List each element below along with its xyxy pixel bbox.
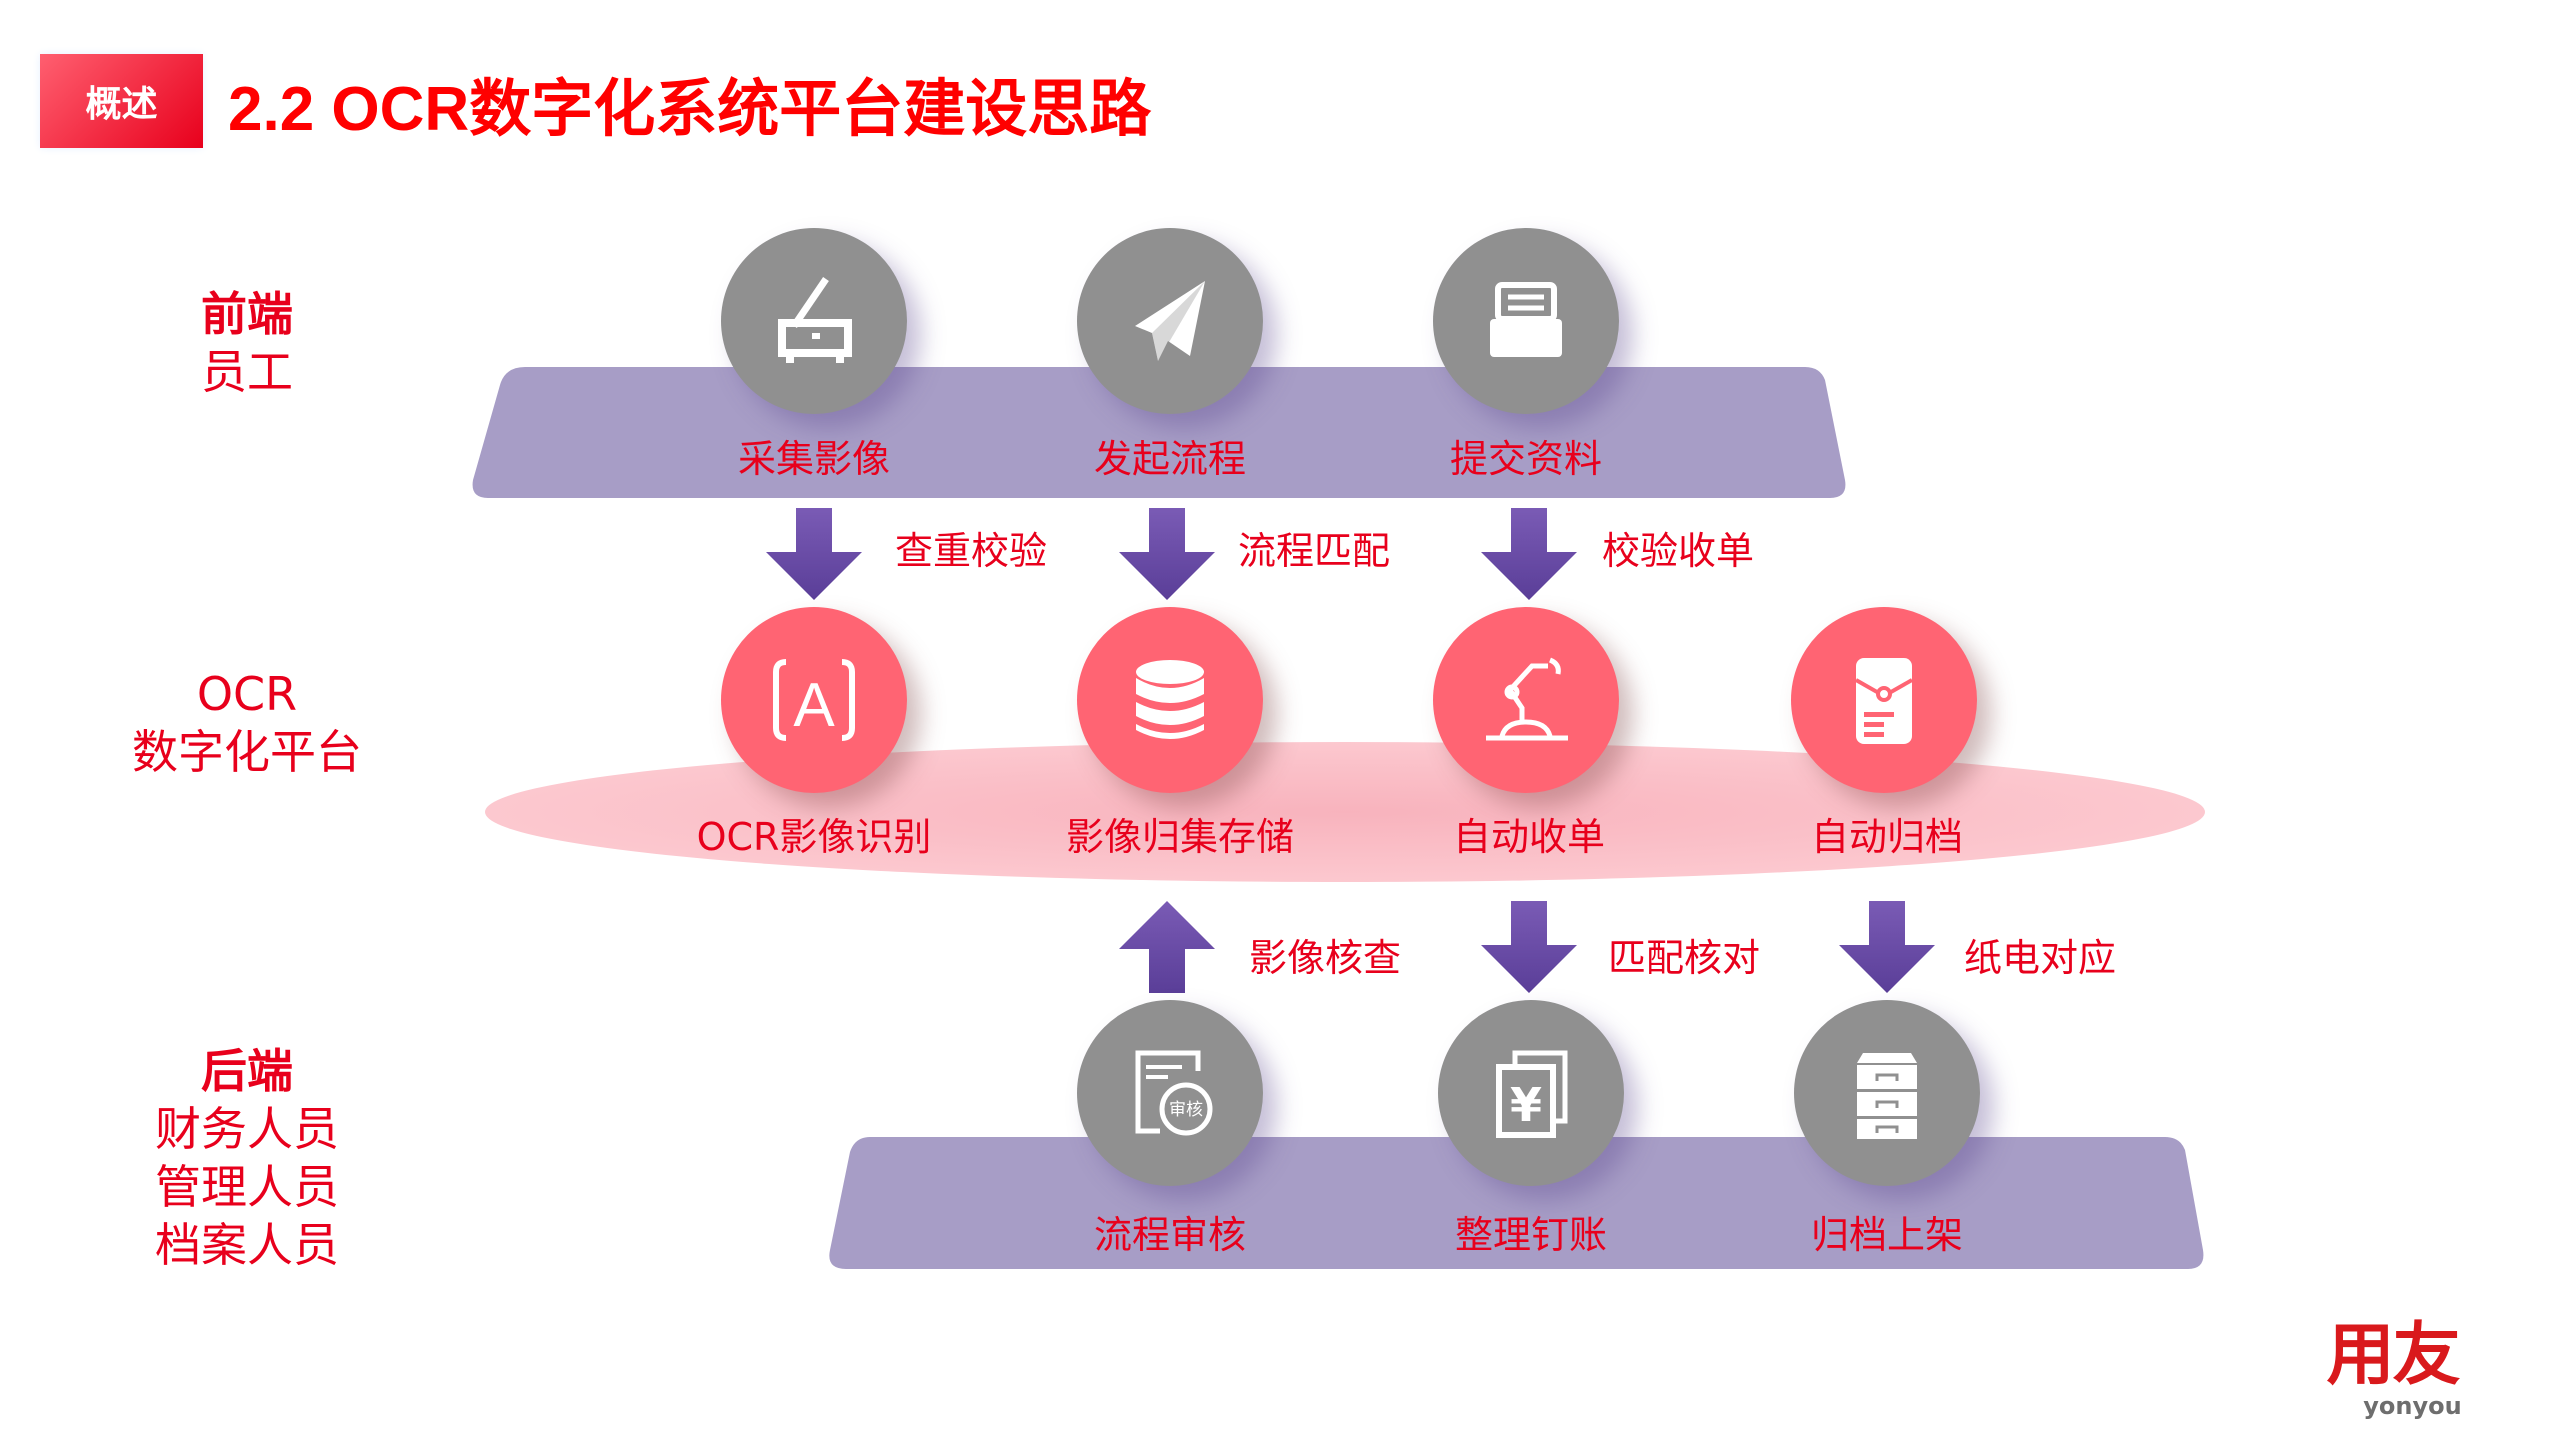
down-arrow-icon (1839, 901, 1935, 993)
down-arrow-icon (1481, 901, 1577, 993)
archive-shelf-node (1794, 1000, 1980, 1186)
down-arrow-icon (1119, 508, 1215, 600)
filing-cabinet-icon (1857, 1053, 1917, 1139)
front-node-label: 采集影像 (737, 437, 891, 481)
back-line: 管理人员 (155, 1160, 339, 1214)
ocr-recognition-node: A (721, 607, 907, 793)
yuan-document-icon: ¥ (1496, 1050, 1568, 1138)
front-title: 前端 (201, 287, 293, 341)
back-section-label: 后端 财务人员 管理人员 档案人员 (97, 1042, 397, 1274)
platform-node-label: 自动收单 (1452, 815, 1606, 859)
archive-bag-icon (1855, 658, 1913, 744)
logo-en: yonyou (2363, 1392, 2462, 1420)
arrow-label: 查重校验 (895, 529, 1048, 573)
platform-node-label: 影像归集存储 (1065, 815, 1295, 859)
down-arrow-icon (1481, 508, 1577, 600)
database-icon (1136, 660, 1204, 739)
robot-arm-icon (1486, 657, 1568, 741)
review-document-icon: 审核 (1135, 1050, 1213, 1136)
back-line: 财务人员 (155, 1102, 339, 1156)
printer-icon (1490, 282, 1562, 357)
image-storage-node (1077, 607, 1263, 793)
logo-cn: 用友 (2326, 1316, 2460, 1395)
down-arrow-icon (766, 508, 862, 600)
up-arrow-icon (1119, 901, 1215, 993)
back-node-label: 归档上架 (1810, 1213, 1964, 1257)
back-title: 后端 (201, 1044, 293, 1098)
back-node-label: 流程审核 (1093, 1213, 1247, 1257)
back-line: 档案人员 (155, 1218, 339, 1272)
platform-node-label: OCR影像识别 (696, 815, 932, 859)
yonyou-logo: 用友 yonyou (2320, 1316, 2465, 1420)
launch-process-node (1077, 228, 1263, 414)
front-node-label: 提交资料 (1449, 437, 1603, 481)
arrow-label: 流程匹配 (1238, 529, 1391, 573)
submit-docs-node (1433, 228, 1619, 414)
process-review-node: 审核 (1077, 1000, 1263, 1186)
platform-ellipse (485, 742, 2205, 882)
scanner-icon (778, 277, 852, 363)
platform-line: 数字化平台 (132, 725, 362, 779)
arrow-label: 影像核查 (1249, 936, 1402, 980)
front-node-label: 发起流程 (1093, 437, 1247, 481)
yuan-glyph: ¥ (1510, 1078, 1542, 1132)
back-node-label: 整理钉账 (1454, 1213, 1608, 1257)
ocr-glyph: A (793, 671, 835, 740)
platform-node-label: 自动归档 (1810, 815, 1964, 859)
front-section-label: 前端 员工 (97, 285, 397, 401)
front-line: 员工 (201, 345, 293, 399)
arrow-label: 匹配核对 (1608, 936, 1761, 980)
scanner-node (721, 228, 907, 414)
arrow-label: 纸电对应 (1964, 936, 2117, 980)
auto-archive-node (1791, 607, 1977, 793)
platform-title: OCR (196, 667, 298, 721)
section-badge: 概述 (40, 54, 203, 148)
arrow-label: 校验收单 (1602, 529, 1755, 573)
auto-receive-node (1433, 607, 1619, 793)
platform-section-label: OCR 数字化平台 (97, 665, 397, 781)
review-glyph: 审核 (1169, 1100, 1203, 1120)
paper-plane-icon (1135, 281, 1205, 361)
ocr-text-icon: A (773, 659, 855, 741)
bookkeeping-node: ¥ (1438, 1000, 1624, 1186)
page-title: 2.2 OCR数字化系统平台建设思路 (228, 75, 1152, 144)
